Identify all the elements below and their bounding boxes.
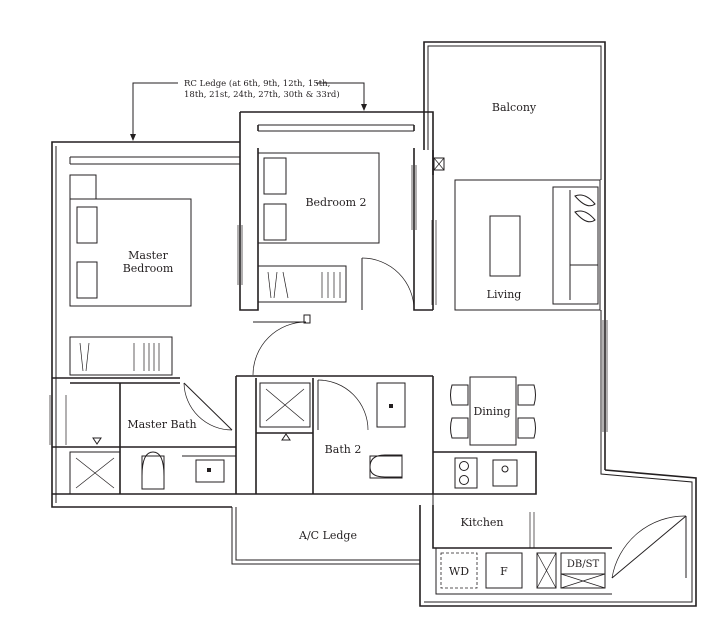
room-label-bath-2: Bath 2 <box>325 443 362 456</box>
room-label-master-bedroom-line2: Bedroom <box>123 262 174 275</box>
room-label-balcony: Balcony <box>492 101 537 114</box>
room-label-master-bedroom-line1: Master <box>128 249 168 262</box>
walls <box>51 41 697 607</box>
fixture-label-fridge: F <box>500 565 508 578</box>
room-label-dining: Dining <box>473 405 510 418</box>
rc-ledge-note-line2: 18th, 21st, 24th, 27th, 30th & 33rd) <box>184 89 340 100</box>
windows <box>49 165 608 548</box>
room-label-living: Living <box>487 288 522 301</box>
rc-ledge-note-line1: RC Ledge (at 6th, 9th, 12th, 15th, <box>184 78 330 89</box>
fixture-label-db-st: DB/ST <box>567 559 600 570</box>
fixture-label-washer-dryer: WD <box>449 565 469 578</box>
rc-ledge-callout <box>130 82 367 141</box>
room-label-kitchen: Kitchen <box>461 516 504 529</box>
room-label-bedroom-2: Bedroom 2 <box>305 196 366 209</box>
room-label-master-bath: Master Bath <box>127 418 196 431</box>
furniture <box>69 152 606 589</box>
doors <box>183 257 687 579</box>
room-label-ac-ledge: A/C Ledge <box>298 529 357 542</box>
